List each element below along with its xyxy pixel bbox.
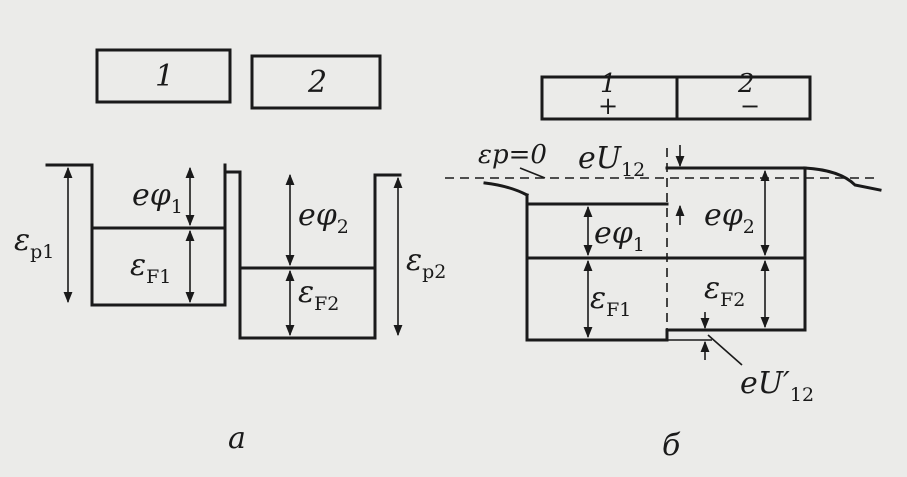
ef2-label: εF2 (298, 275, 339, 315)
metal-1-label: 1 (155, 59, 174, 94)
ef2-label: εF2 (704, 271, 745, 311)
metal-2-label: 2 (307, 65, 327, 100)
caption-b: б (662, 428, 681, 463)
metal-1-label: 1 (600, 69, 617, 99)
eu12-label: eU12 (578, 141, 645, 181)
metal-2-box (250, 54, 382, 110)
metal-2-label: 2 (737, 69, 755, 99)
ep2-label: εp2 (406, 243, 446, 283)
ephi2-label: eφ2 (298, 198, 349, 238)
eu12p-label: eU′12 (740, 366, 814, 406)
ephi1-label: eφ1 (594, 216, 645, 256)
potential-well-2 (223, 170, 402, 340)
metal-1-box (95, 48, 232, 104)
eu12p-leader (707, 334, 743, 366)
ephi2-label: eφ2 (704, 198, 755, 238)
ep0-label: εp=0 (478, 140, 547, 170)
metal-2-sign: − (740, 92, 760, 120)
ephi1-label: eφ1 (132, 178, 183, 218)
panel-a: 1 2 εp1 eφ1 εF1 eφ2 εF2 εp2 а (14, 48, 446, 456)
ep1-label: εp1 (14, 223, 54, 263)
ef1-label: εF1 (590, 281, 631, 321)
potential-well-contact (525, 166, 807, 342)
potential-well-1 (45, 163, 227, 307)
panel-b: 1 + 2 − εp=0 eU12 eφ1 εF1 eφ2 εF2 eU′12 … (445, 69, 882, 463)
potential-curve-right (803, 166, 882, 192)
potential-curve-left (483, 181, 530, 198)
ef1-label: εF1 (130, 248, 171, 288)
metal-1-sign: + (598, 92, 618, 120)
caption-a: а (228, 421, 246, 456)
ep0-leader (519, 167, 546, 179)
